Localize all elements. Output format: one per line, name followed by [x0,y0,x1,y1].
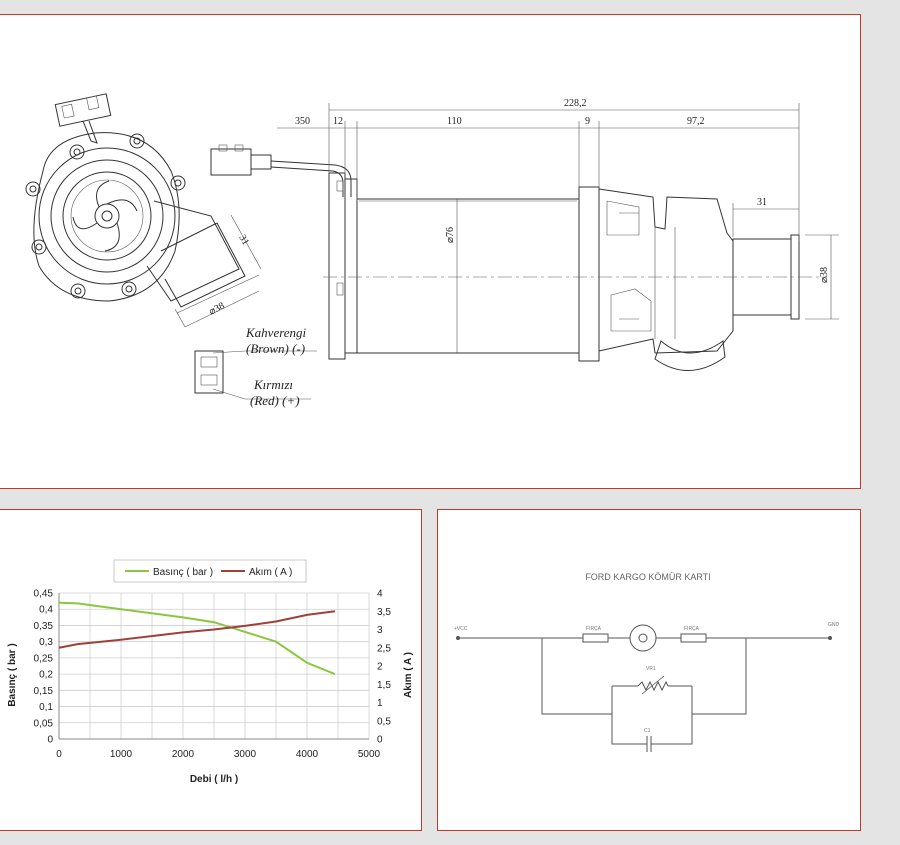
brush-1-symbol [582,633,609,643]
dim-motor-diameter: ⌀76 [445,227,456,243]
varistor-label: VR1 [646,666,656,672]
y-axis-label: Basınç ( bar ) [7,643,18,706]
legend-label-current: Akım ( A ) [249,567,292,578]
y2-tick-label: 0,5 [377,716,391,727]
chart-legend: Basınç ( bar ) Akım ( A ) [113,559,307,583]
y-tick-label: 0,4 [39,605,53,616]
x-tick-label: 5000 [358,749,381,760]
y2-tick-label: 3 [377,625,383,636]
y-tick-label: 0,25 [34,653,54,664]
wire-red-label-tr: Kırmızı [253,377,293,392]
circuit-wiring [458,637,830,745]
wire-connector [194,350,317,400]
pump-front-view: 31 ⌀38 [25,93,262,328]
y2-tick-label: 0 [377,735,383,746]
x-tick-label: 4000 [296,749,319,760]
dim-outlet-pipe-length: 31 [757,197,767,208]
x-tick-label: 0 [56,749,62,760]
y-tick-label: 0,15 [34,686,54,697]
dim-outlet-pipe-diameter: ⌀38 [819,267,830,283]
dim-flange: 12 [333,116,343,127]
motor-symbol [629,624,657,652]
varistor-symbol [637,675,669,695]
performance-chart-panel: 0 0,05 0,1 0,15 0,2 0,25 0,3 0,35 0,4 0,45 0 0,5 1 1,… [0,509,422,831]
series-line-current [58,610,336,649]
y-tick-label: 0,35 [34,621,54,632]
brush-2-symbol [680,633,707,643]
gnd-label: GND [828,622,840,628]
wire-brown-label-en: (Brown) (-) [246,341,305,356]
y-tick-label: 0,3 [39,637,53,648]
circuit-title: FORD KARGO KÖMÜR KARTI [585,572,710,582]
side-view-dimensions: 228,2 350 12 110 9 97,2 31 ⌀38 ⌀76 [277,98,839,353]
y-tick-label: 0,1 [39,702,53,713]
capacitor-symbol [634,736,664,752]
brush-2-label: FIRÇA [684,626,700,632]
y-tick-label: 0,2 [39,670,53,681]
y-tick-label: 0 [47,735,53,746]
circuit-diagram: FORD KARGO KÖMÜR KARTI +VCC GND FIRÇA FI… [454,572,840,752]
vcc-terminal [456,636,460,640]
y-tick-label: 0,45 [34,589,54,600]
y2-tick-label: 1,5 [377,680,391,691]
y2-tick-label: 2,5 [377,643,391,654]
dim-overall-length: 228,2 [564,98,587,109]
y2-tick-label: 1 [377,698,383,709]
dim-motor-length: 110 [447,116,462,127]
pump-side-view [210,144,827,371]
wire-brown-label-tr: Kahverengi [245,325,307,340]
technical-drawing: 31 ⌀38 Kahverengi (Brown) (-) Kırmızı (R… [25,93,839,408]
y2-tick-label: 4 [377,589,383,600]
dim-pump-length: 97,2 [687,116,705,127]
series-line-pressure [58,601,336,676]
x-axis-label: Debi ( l/h ) [190,774,238,785]
x-tick-label: 3000 [234,749,257,760]
y2-tick-label: 3,5 [377,607,391,618]
brush-1-label: FIRÇA [586,626,602,632]
y2-tick-label: 2 [377,662,383,673]
gnd-terminal [828,636,832,640]
y-tick-label: 0,05 [34,718,54,729]
x-tick-label: 1000 [110,749,133,760]
x-tick-label: 2000 [172,749,195,760]
legend-label-pressure: Basınç ( bar ) [153,567,213,578]
vcc-label: +VCC [454,626,468,632]
dim-outlet-length: 31 [236,233,251,247]
performance-chart: 0 0,05 0,1 0,15 0,2 0,25 0,3 0,35 0,4 0,45 0 0,5 1 1,… [7,559,414,785]
circuit-diagram-panel: FORD KARGO KÖMÜR KARTI +VCC GND FIRÇA FI… [437,509,861,831]
dim-cable-length: 350 [295,116,310,127]
capacitor-label: C1 [644,728,651,734]
dim-outlet-diameter: ⌀38 [207,300,226,317]
technical-drawing-panel: 31 ⌀38 Kahverengi (Brown) (-) Kırmızı (R… [0,14,861,489]
wire-red-label-en: (Red) (+) [250,393,300,408]
dim-gap: 9 [585,116,590,127]
y2-axis-label: Akım ( A ) [403,652,414,698]
